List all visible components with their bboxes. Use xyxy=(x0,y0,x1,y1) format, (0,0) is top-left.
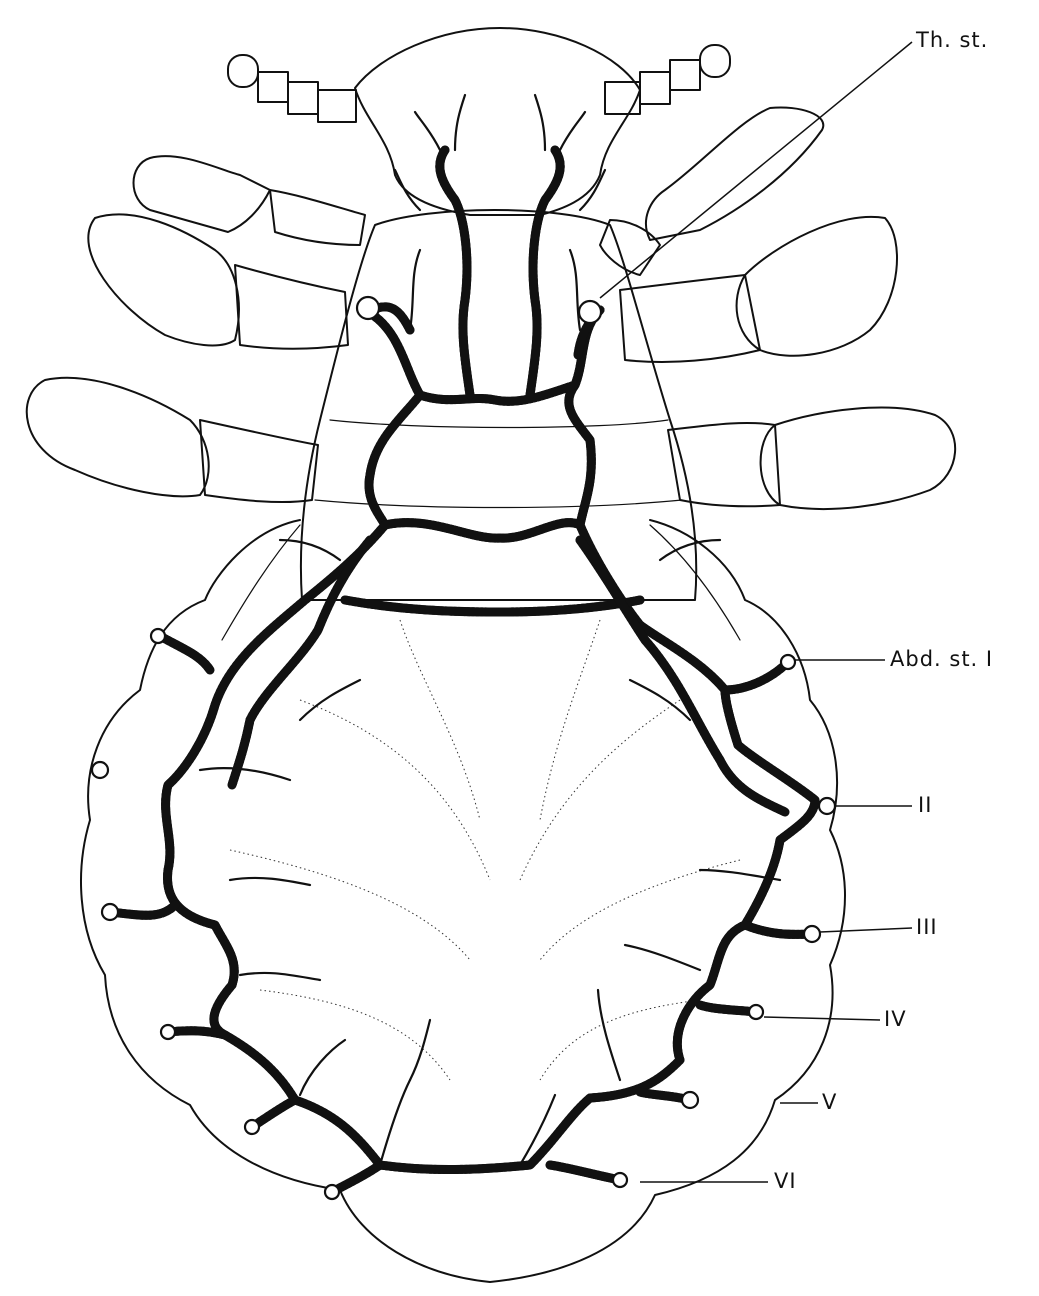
abdominal-spiracle-1-left xyxy=(151,629,165,643)
abdominal-spiracle-4-right xyxy=(749,1005,763,1019)
leader-abd-4 xyxy=(764,1017,880,1020)
left-leg-1 xyxy=(134,156,366,245)
abdominal-spiracle-1-right xyxy=(781,655,795,669)
abdominal-spiracle-6-right xyxy=(613,1173,627,1187)
thoracic-spiracle-right xyxy=(579,301,601,323)
right-antenna xyxy=(605,45,730,114)
abdominal-spiracle-3-left xyxy=(102,904,118,920)
abdominal-spiracle-5-left xyxy=(245,1120,259,1134)
abdominal-spiracle-5-right xyxy=(682,1092,698,1108)
label-thoracic-spiracle: Th. st. xyxy=(916,30,988,51)
label-abdominal-spiracle-1: Abd. st. I xyxy=(890,649,993,670)
label-abdominal-spiracle-6: VI xyxy=(774,1171,797,1192)
label-abdominal-spiracle-4: IV xyxy=(884,1009,907,1030)
right-leg-3 xyxy=(668,408,955,509)
abdominal-spiracle-4-left xyxy=(161,1025,175,1039)
right-leg-1 xyxy=(600,107,823,275)
left-leg-2 xyxy=(88,214,348,348)
label-abdominal-spiracle-3: III xyxy=(916,917,938,938)
spiracles xyxy=(92,297,835,1199)
label-abdominal-spiracle-2: II xyxy=(918,795,932,816)
leader-thoracic-spiracle xyxy=(600,42,912,298)
thoracic-spiracle-left xyxy=(357,297,379,319)
left-antenna xyxy=(228,55,356,122)
label-abdominal-spiracle-5: V xyxy=(822,1092,837,1113)
abdominal-spiracle-3-right xyxy=(804,926,820,942)
leader-abd-3 xyxy=(820,928,912,932)
abdominal-spiracle-2-right xyxy=(819,798,835,814)
abdominal-spiracle-6-left xyxy=(325,1185,339,1199)
tracheal-trunks xyxy=(110,150,815,1192)
left-leg-3 xyxy=(27,378,318,502)
abdominal-spiracle-2-left xyxy=(92,762,108,778)
